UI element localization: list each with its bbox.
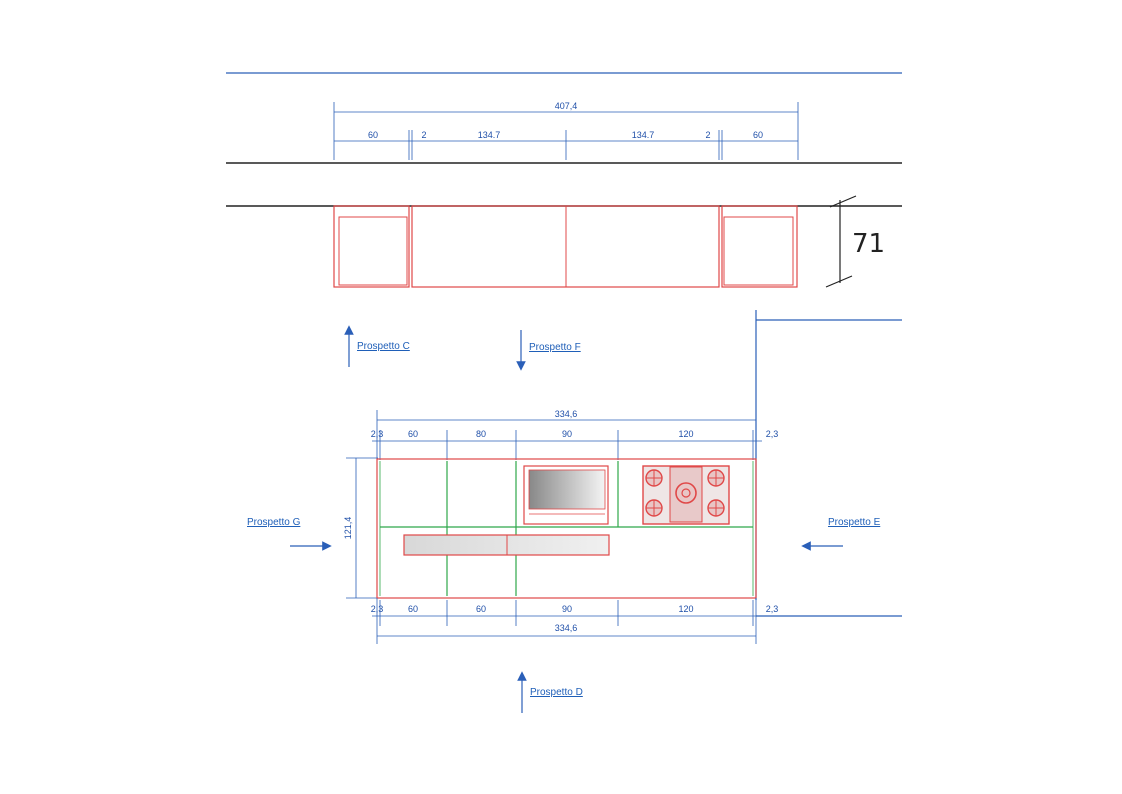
plan-bottom-total: 334,6	[555, 623, 578, 633]
view-g-label[interactable]: Prospetto G	[247, 517, 301, 528]
elevation-cabinets	[333, 205, 798, 288]
view-e-label[interactable]: Prospetto E	[828, 517, 881, 528]
island-plan	[376, 458, 757, 599]
plan-top-total: 334,6	[555, 409, 578, 419]
plan-top-seg-2: 60	[408, 429, 418, 439]
sink	[523, 465, 609, 525]
plan-depth-dimension: 121,4	[343, 457, 378, 599]
elevation-total-label: 407,4	[555, 101, 578, 111]
elevation-total-dimension: 407,4	[333, 101, 799, 160]
view-g[interactable]: Prospetto G	[247, 517, 332, 551]
plan-bottom-seg-4: 90	[562, 604, 572, 614]
elevation-seg-6: 60	[753, 130, 763, 140]
plan-bottom-seg-2: 60	[408, 604, 418, 614]
elevation-seg-2: 2	[421, 130, 426, 140]
plan-top-seg-1: 2,3	[371, 429, 384, 439]
elevation-seg-3: 134.7	[478, 130, 501, 140]
plan-top-seg-3: 80	[476, 429, 486, 439]
elevation-seg-5: 2	[705, 130, 710, 140]
plan-bottom-seg-1: 2,3	[371, 604, 384, 614]
plan-top-seg-6: 2,3	[766, 429, 779, 439]
view-c-label[interactable]: Prospetto C	[357, 341, 410, 352]
plan-top-seg-4: 90	[562, 429, 572, 439]
view-f[interactable]: Prospetto F	[516, 330, 581, 371]
drawer-bar	[403, 534, 610, 556]
elevation-seg-1: 60	[368, 130, 378, 140]
plan-bottom-dimensions: 2,3 60 60 90 120 2,3 334,6	[371, 598, 779, 644]
height-label: 71	[852, 229, 885, 259]
view-c[interactable]: Prospetto C	[344, 325, 410, 367]
plan-walls	[755, 310, 902, 617]
view-f-label[interactable]: Prospetto F	[529, 342, 581, 353]
view-d[interactable]: Prospetto D	[517, 671, 583, 713]
view-d-label[interactable]: Prospetto D	[530, 687, 583, 698]
plan-bottom-seg-6: 2,3	[766, 604, 779, 614]
cooktop	[642, 465, 730, 525]
view-e[interactable]: Prospetto E	[801, 517, 881, 551]
height-annotation: 71	[825, 195, 885, 288]
elevation-segment-dimensions: 60 2 134.7 134.7 2 60	[334, 130, 798, 160]
elevation-seg-4: 134.7	[632, 130, 655, 140]
plan-depth-label: 121,4	[343, 517, 353, 540]
plan-bottom-seg-5: 120	[678, 604, 693, 614]
plan-bottom-seg-3: 60	[476, 604, 486, 614]
plan-top-dimensions: 334,6 2,3 60 80 90 120 2,3	[371, 409, 779, 460]
plan-top-seg-5: 120	[678, 429, 693, 439]
